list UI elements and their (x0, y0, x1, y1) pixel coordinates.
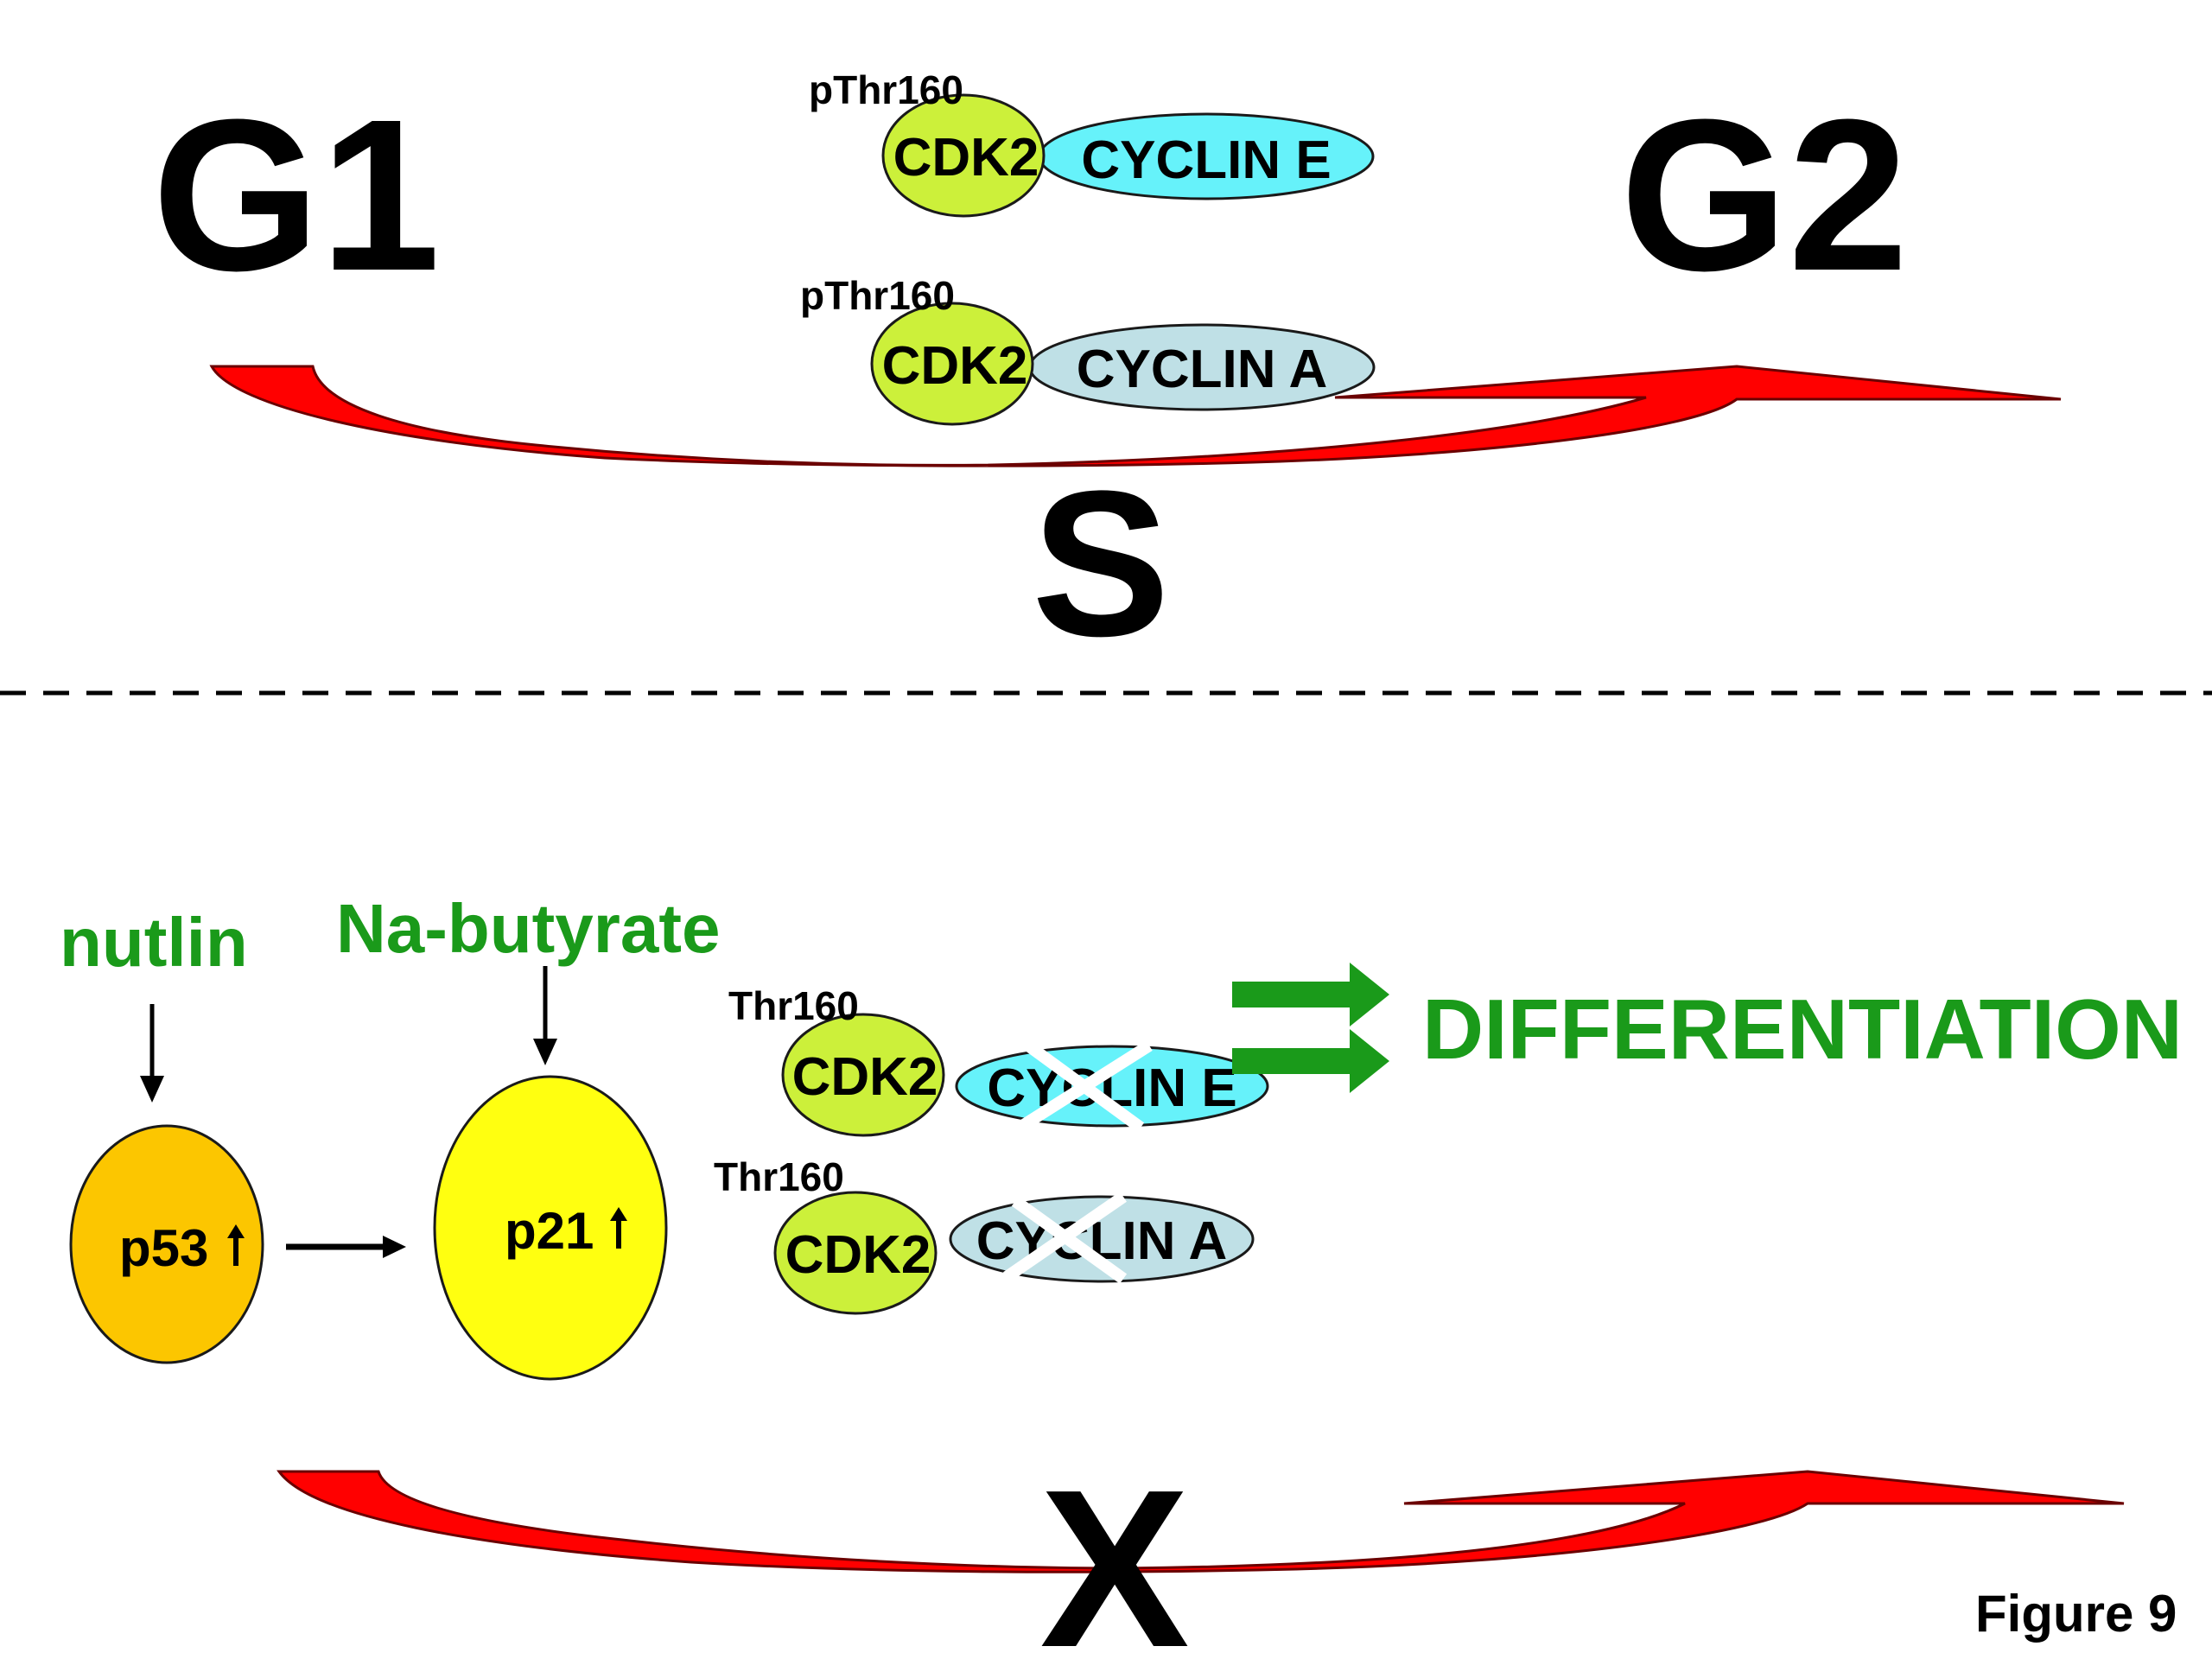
na-butyrate-label: Na-butyrate (336, 890, 721, 967)
p53-ellipse (69, 1124, 264, 1364)
cyclin-a-label: CYCLIN A (1077, 340, 1327, 399)
arrow-butyrate-to-p21 (533, 966, 557, 1065)
cell-cycle-arrow-bottom (276, 1470, 2125, 1573)
complex-cdk2-cyclin-e-top: CDK2 CYCLIN E pThr160 (809, 67, 1375, 218)
cdk2-ellipse (870, 302, 1034, 426)
cdk2-ellipse (773, 1191, 938, 1315)
up-arrow-icon (227, 1224, 245, 1266)
p53-label: p53 (119, 1219, 208, 1277)
cdk2-ellipse (781, 1013, 945, 1137)
phospho-thr160-label: pThr160 (809, 67, 963, 112)
cdk2-label: CDK2 (893, 128, 1039, 188)
complex-cdk2-cyclin-a-top: CDK2 CYCLIN A pThr160 (800, 273, 1376, 426)
complex-cdk2-cyclin-e-inhibited: CDK2 CYCLIN E Thr160 (728, 983, 1269, 1137)
cdk2-label: CDK2 (882, 336, 1028, 396)
p21-node: p21 (433, 1075, 668, 1381)
arrow-p53-to-p21 (286, 1236, 406, 1258)
p53-node: p53 (69, 1124, 264, 1364)
up-arrow-icon (610, 1207, 627, 1249)
thr160-label: Thr160 (714, 1154, 844, 1199)
cross-out-icon (1003, 1192, 1128, 1284)
green-arrow-lower (1232, 1029, 1389, 1093)
thr160-label: Thr160 (728, 983, 859, 1028)
cyclin-e-label: CYCLIN E (1081, 130, 1331, 190)
nutlin-label: nutlin (60, 904, 248, 981)
phospho-thr160-label: pThr160 (800, 273, 955, 318)
complex-cdk2-cyclin-a-inhibited: CDK2 CYCLIN A Thr160 (714, 1154, 1255, 1315)
cdk2-label: CDK2 (785, 1225, 931, 1285)
cyclin-e-ellipse (955, 1045, 1269, 1128)
phase-g2-label: G2 (1620, 74, 1909, 315)
figure-label: Figure 9 (1975, 1585, 2177, 1643)
top-panel: G1 G2 S CDK2 CYCLIN E pThr160 CDK2 CYCLI… (152, 67, 2062, 679)
phase-g1-label: G1 (152, 74, 441, 315)
cdk2-ellipse (881, 93, 1046, 218)
cross-out-icon (1016, 1040, 1153, 1133)
blocked-x-mark: X (1039, 1444, 1191, 1659)
arrow-nutlin-to-p53 (140, 1004, 164, 1103)
differentiation-label: DIFFERENTIATION (1422, 982, 2183, 1077)
phase-s-label: S (1032, 448, 1170, 679)
bottom-panel: X nutlin Na-butyrate p53 (60, 890, 2183, 1659)
green-arrow-upper (1232, 963, 1389, 1027)
cdk2-label: CDK2 (792, 1047, 938, 1107)
p21-ellipse (433, 1075, 668, 1381)
p21-label: p21 (505, 1202, 594, 1260)
cell-cycle-arrow-top (209, 365, 2062, 467)
